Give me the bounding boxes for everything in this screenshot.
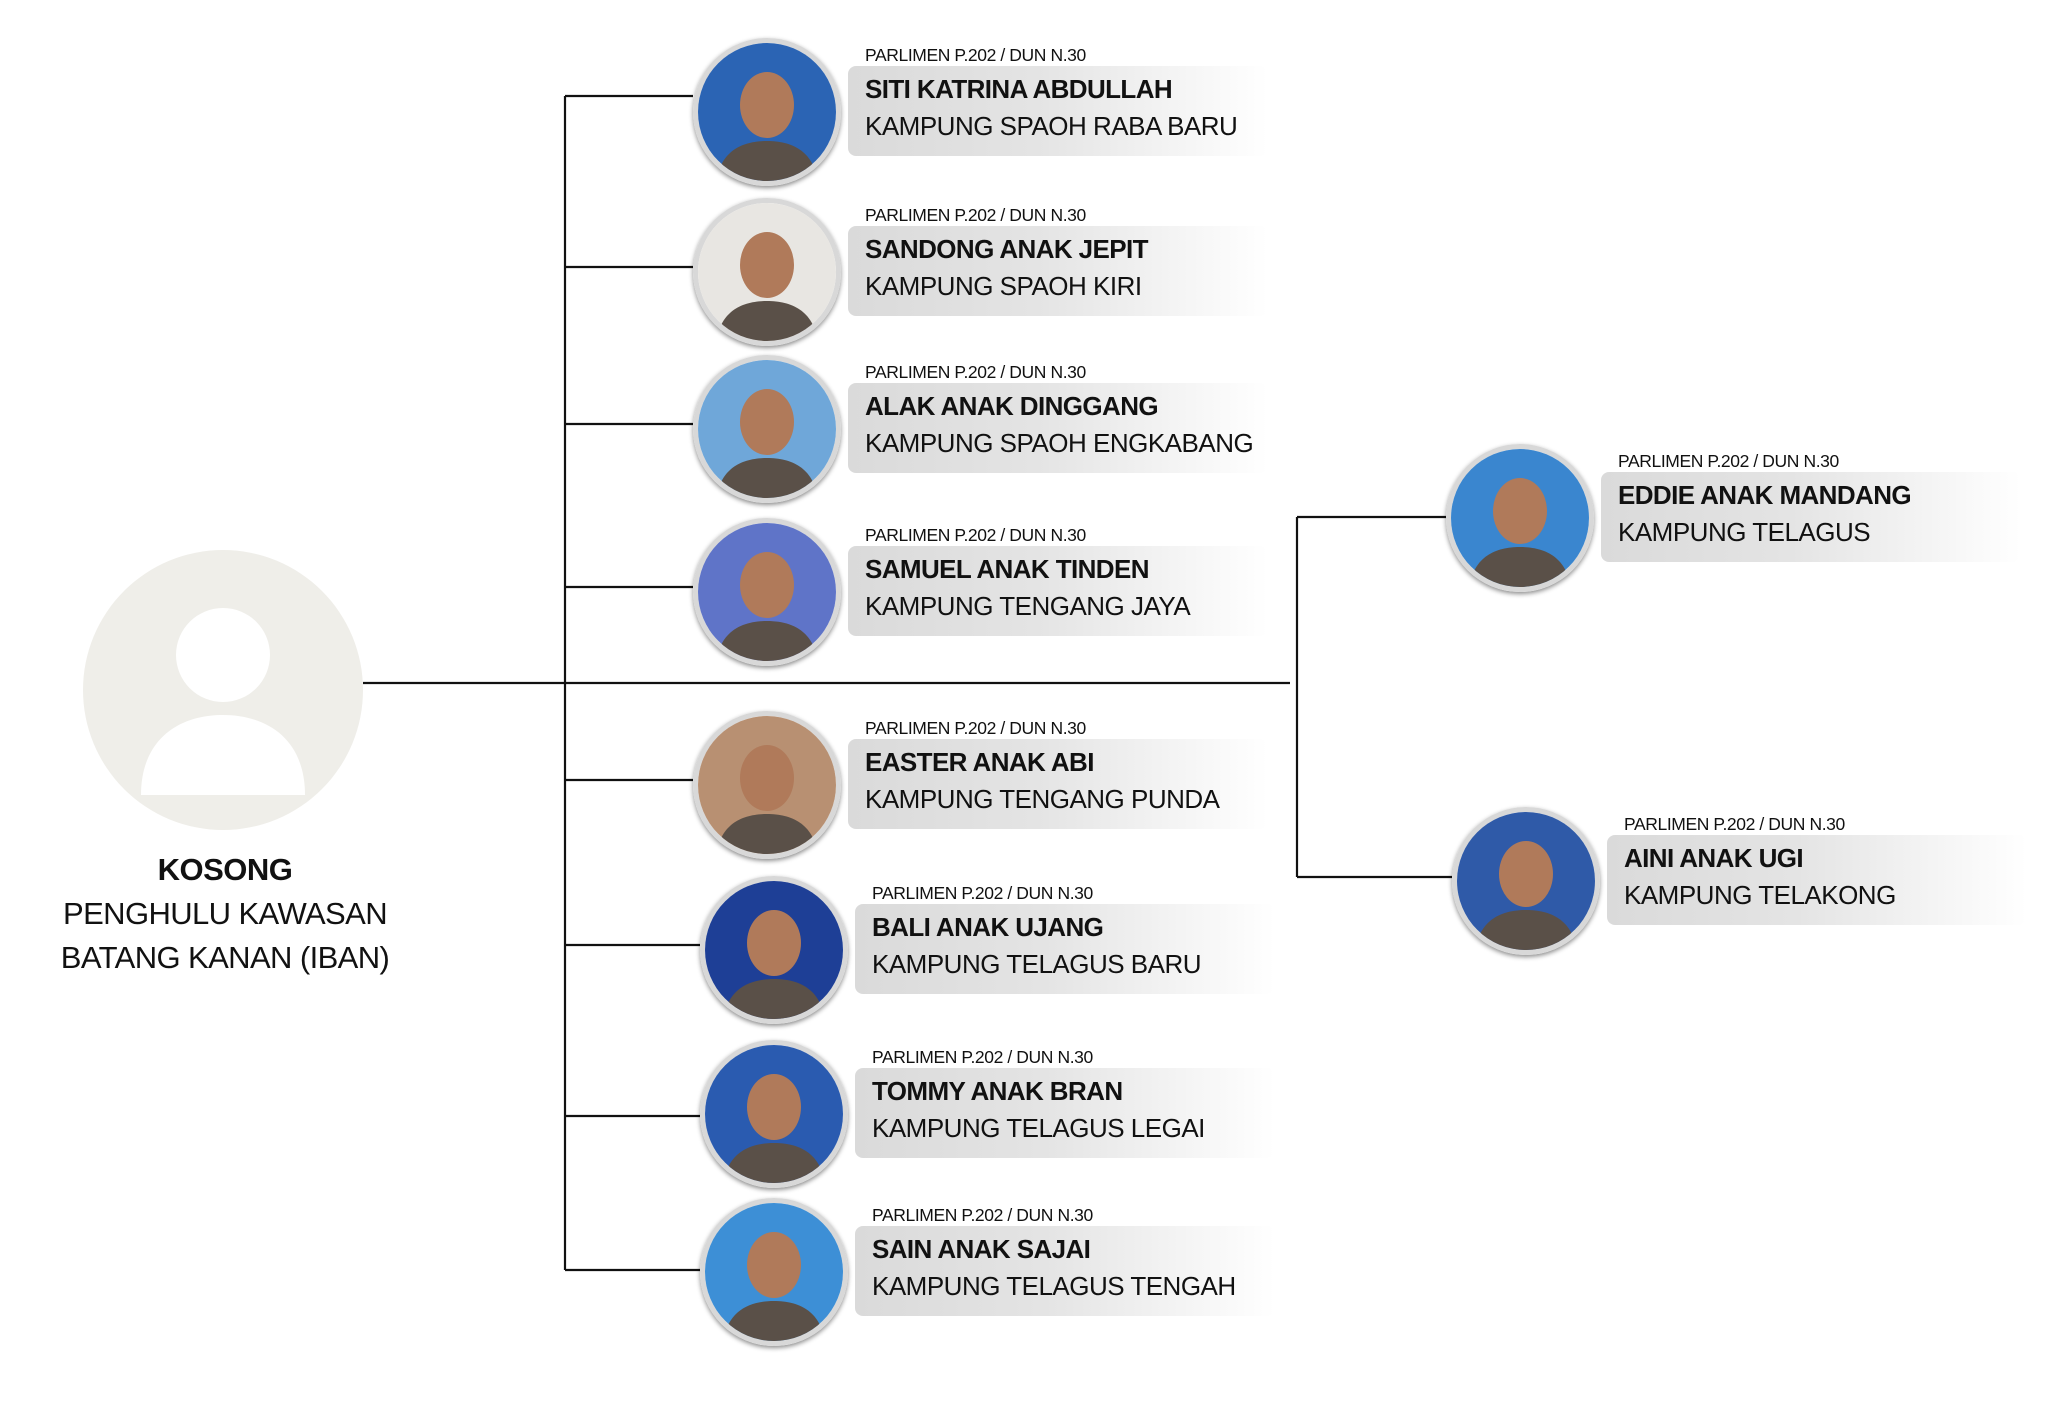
root-name: KOSONG (157, 852, 293, 887)
member-parliament: PARLIMEN P.202 / DUN N.30 (865, 362, 1086, 382)
member-parliament: PARLIMEN P.202 / DUN N.30 (1618, 451, 1839, 471)
member-village: KAMPUNG TELAKONG (1624, 880, 1896, 910)
member-label-band (855, 1068, 1275, 1158)
member-parliament: PARLIMEN P.202 / DUN N.30 (865, 525, 1086, 545)
member-name: AINI ANAK UGI (1624, 843, 1804, 873)
member-photo (693, 38, 841, 186)
member-label-band (1601, 472, 2021, 562)
root-title-line1: PENGHULU KAWASAN (63, 896, 388, 931)
member-card: PARLIMEN P.202 / DUN N.30 SITI KATRINA A… (693, 38, 1993, 188)
member-label-band (848, 226, 1268, 316)
member-photo (1446, 444, 1594, 592)
portrait-icon (698, 43, 836, 181)
portrait-icon (698, 360, 836, 498)
member-parliament: PARLIMEN P.202 / DUN N.30 (872, 1205, 1093, 1225)
root-title-line2: BATANG KANAN (IBAN) (60, 940, 390, 975)
portrait-icon (1451, 449, 1589, 587)
member-card: PARLIMEN P.202 / DUN N.30 TOMMY ANAK BRA… (700, 1040, 2000, 1190)
member-card: PARLIMEN P.202 / DUN N.30 SAMUEL ANAK TI… (693, 518, 1993, 668)
vacant-avatar-icon (83, 550, 363, 830)
member-label-band (848, 383, 1268, 473)
member-parliament: PARLIMEN P.202 / DUN N.30 (872, 1047, 1093, 1067)
member-photo (693, 711, 841, 859)
member-card: PARLIMEN P.202 / DUN N.30 EASTER ANAK AB… (693, 711, 1993, 861)
member-name: ALAK ANAK DINGGANG (865, 391, 1159, 421)
member-card: PARLIMEN P.202 / DUN N.30 SAIN ANAK SAJA… (700, 1198, 2000, 1348)
portrait-icon (698, 523, 836, 661)
portrait-icon (698, 203, 836, 341)
member-card: PARLIMEN P.202 / DUN N.30 EDDIE ANAK MAN… (1446, 444, 2048, 594)
member-card: PARLIMEN P.202 / DUN N.30 AINI ANAK UGI … (1452, 807, 2048, 957)
member-village: KAMPUNG TELAGUS (1618, 517, 1871, 547)
member-parliament: PARLIMEN P.202 / DUN N.30 (865, 45, 1086, 65)
member-label-band (848, 739, 1268, 829)
member-photo (693, 355, 841, 503)
member-name: SAIN ANAK SAJAI (872, 1234, 1091, 1264)
member-name: EASTER ANAK ABI (865, 747, 1094, 777)
member-label-band (848, 546, 1268, 636)
member-parliament: PARLIMEN P.202 / DUN N.30 (1624, 814, 1845, 834)
root-node-text: KOSONG PENGHULU KAWASAN BATANG KANAN (IB… (20, 848, 430, 980)
member-village: KAMPUNG TELAGUS LEGAI (872, 1113, 1205, 1143)
member-parliament: PARLIMEN P.202 / DUN N.30 (865, 205, 1086, 225)
portrait-icon (698, 716, 836, 854)
member-label-band (1607, 835, 2027, 925)
member-village: KAMPUNG TELAGUS TENGAH (872, 1271, 1236, 1301)
member-card: PARLIMEN P.202 / DUN N.30 SANDONG ANAK J… (693, 198, 1993, 348)
portrait-icon (705, 1203, 843, 1341)
member-label-band (855, 1226, 1275, 1316)
member-name: TOMMY ANAK BRAN (872, 1076, 1123, 1106)
member-name: EDDIE ANAK MANDANG (1618, 480, 1912, 510)
member-card: PARLIMEN P.202 / DUN N.30 BALI ANAK UJAN… (700, 876, 2000, 1026)
member-parliament: PARLIMEN P.202 / DUN N.30 (872, 883, 1093, 903)
member-photo (700, 876, 848, 1024)
member-village: KAMPUNG SPAOH RABA BARU (865, 111, 1238, 141)
portrait-icon (1457, 812, 1595, 950)
member-name: SANDONG ANAK JEPIT (865, 234, 1149, 264)
member-photo (693, 198, 841, 346)
member-village: KAMPUNG SPAOH ENGKABANG (865, 428, 1254, 458)
member-card: PARLIMEN P.202 / DUN N.30 ALAK ANAK DING… (693, 355, 1993, 505)
member-village: KAMPUNG TENGANG PUNDA (865, 784, 1220, 814)
member-name: SITI KATRINA ABDULLAH (865, 74, 1173, 104)
member-village: KAMPUNG TELAGUS BARU (872, 949, 1202, 979)
member-photo (700, 1040, 848, 1188)
member-parliament: PARLIMEN P.202 / DUN N.30 (865, 718, 1086, 738)
member-name: SAMUEL ANAK TINDEN (865, 554, 1149, 584)
portrait-icon (705, 1045, 843, 1183)
member-village: KAMPUNG TENGANG JAYA (865, 591, 1191, 621)
member-label-band (848, 66, 1268, 156)
portrait-icon (705, 881, 843, 1019)
member-name: BALI ANAK UJANG (872, 912, 1104, 942)
member-photo (700, 1198, 848, 1346)
member-village: KAMPUNG SPAOH KIRI (865, 271, 1142, 301)
member-photo (1452, 807, 1600, 955)
member-label-band (855, 904, 1275, 994)
member-photo (693, 518, 841, 666)
